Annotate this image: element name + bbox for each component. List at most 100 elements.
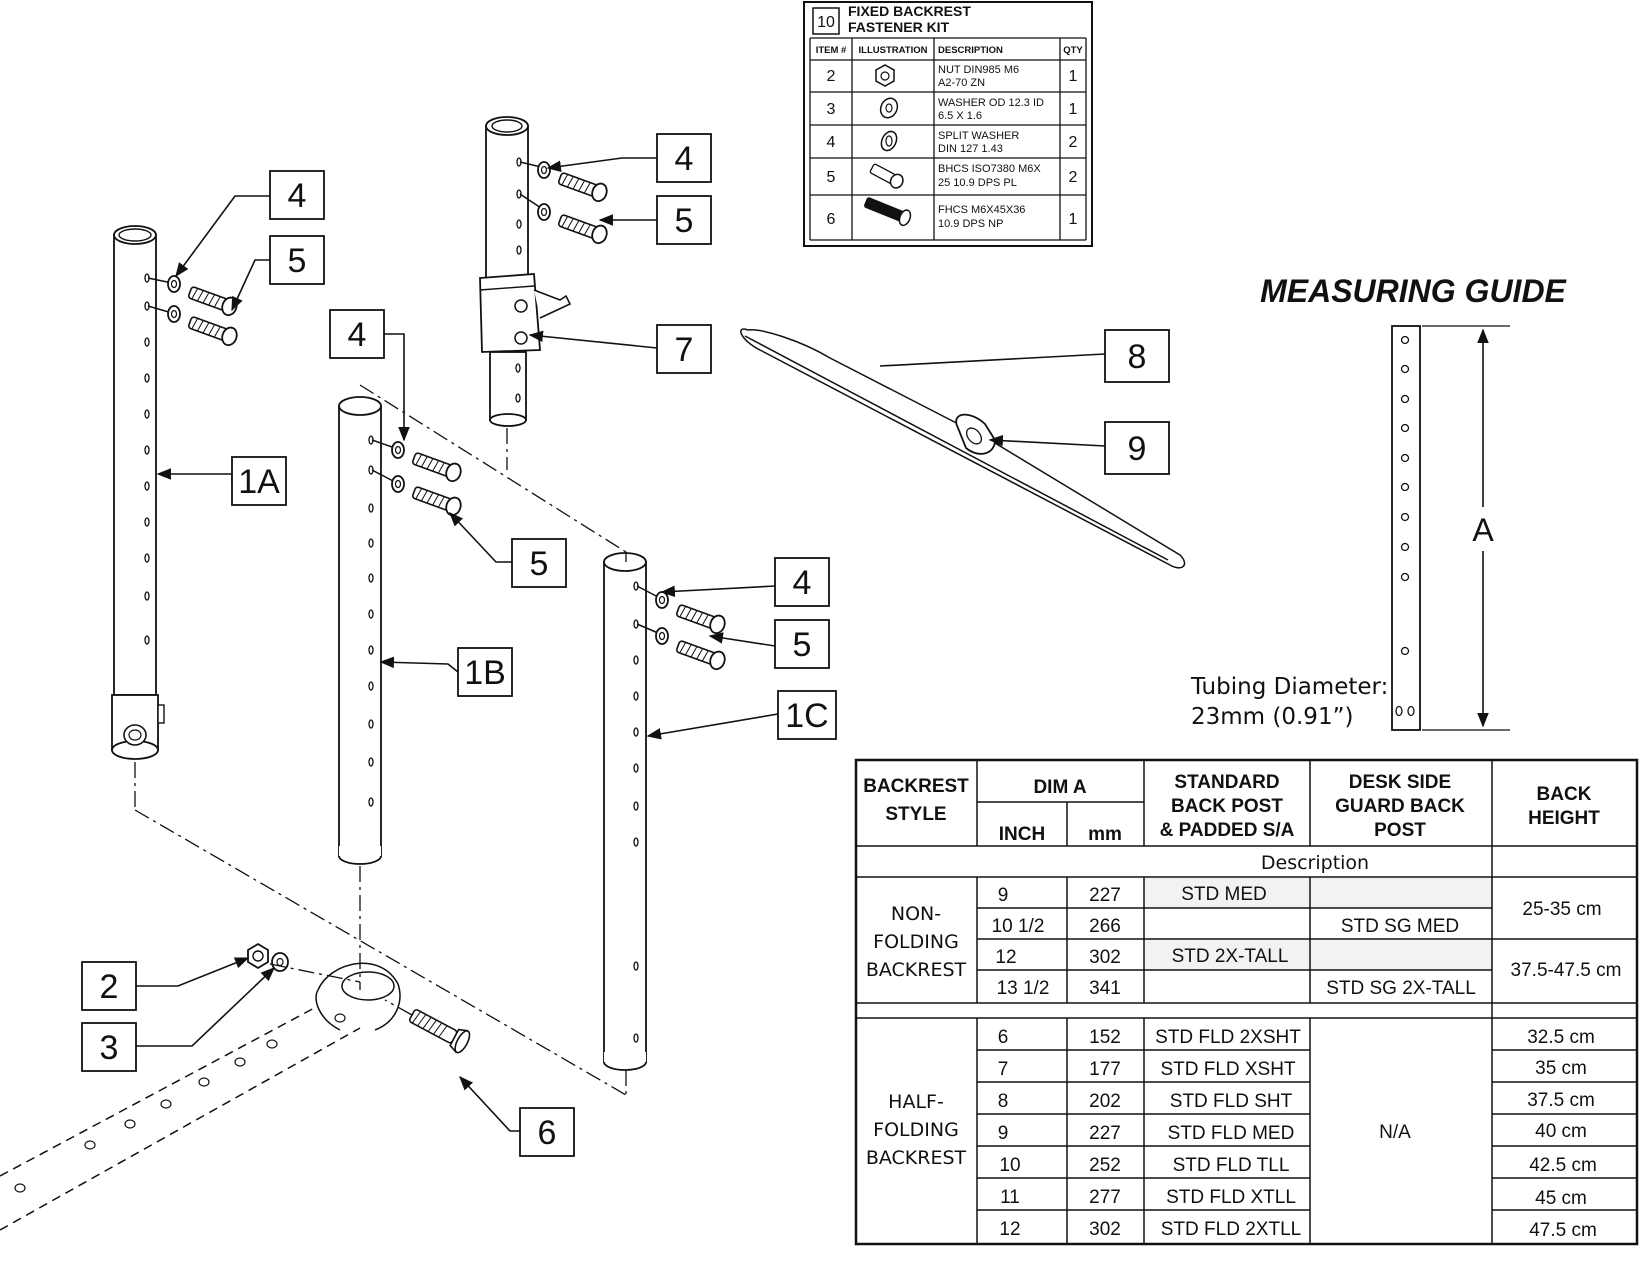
- kit-row-qty: 2: [1069, 134, 1078, 151]
- row-inch: 6: [998, 1027, 1009, 1048]
- non-folding-label: BACKREST: [866, 959, 967, 981]
- kit-row-desc: DIN 127 1.43: [938, 143, 1003, 155]
- back-height: 42.5 cm: [1529, 1155, 1597, 1176]
- kit-row-qty: 1: [1069, 211, 1078, 228]
- description-label: Description: [1261, 852, 1369, 874]
- size-table: BACKREST STYLE DIM A INCH mm STANDARD BA…: [854, 758, 1639, 1246]
- kit-row-desc: NUT DIN985 M6: [938, 64, 1019, 76]
- half-folding-label: FOLDING: [873, 1119, 959, 1141]
- dim-a-label: A: [1472, 512, 1494, 548]
- header-inch: INCH: [999, 824, 1045, 845]
- row-mm: 341: [1089, 978, 1121, 999]
- half-folding-label: HALF-: [888, 1091, 944, 1113]
- kit-row-item: 5: [827, 169, 836, 186]
- row-mm: 152: [1089, 1027, 1121, 1048]
- row-inch: 12: [999, 1219, 1020, 1240]
- back-height: 47.5 cm: [1529, 1220, 1597, 1241]
- back-height: 25-35 cm: [1522, 899, 1601, 920]
- header-desk-side: DESK SIDE: [1349, 772, 1451, 793]
- row-std: STD FLD SHT: [1170, 1091, 1293, 1112]
- callout-4: 4: [348, 316, 367, 354]
- callout-1b: 1B: [464, 654, 506, 692]
- header-backrest-style: BACKREST: [863, 776, 969, 797]
- row-mm: 227: [1089, 885, 1121, 906]
- tubing-diameter-value: 23mm (0.91”): [1191, 704, 1353, 730]
- nut-icon: [875, 64, 895, 87]
- kit-row-desc: WASHER OD 12.3 ID: [938, 97, 1044, 109]
- callout-9: 9: [1128, 430, 1147, 468]
- callout-4: 4: [288, 177, 307, 215]
- callout-2: 2: [100, 968, 119, 1006]
- kit-row-desc: A2-70 ZN: [938, 77, 985, 89]
- row-inch: 9: [998, 885, 1009, 906]
- kit-row-desc: 25 10.9 DPS PL: [938, 177, 1017, 189]
- kit-row-item: 2: [827, 68, 836, 85]
- kit-header-description: DESCRIPTION: [938, 45, 1003, 56]
- fasteners-1a: [147, 275, 241, 349]
- strap-part: [740, 328, 1186, 569]
- row-mm: 202: [1089, 1091, 1121, 1112]
- header-standard: & PADDED S/A: [1160, 820, 1295, 841]
- kit-row-desc: 10.9 DPS NP: [938, 218, 1003, 230]
- row-std: STD FLD TLL: [1173, 1155, 1290, 1176]
- row-std: STD FLD XSHT: [1160, 1059, 1296, 1080]
- kit-header-item: ITEM #: [816, 45, 847, 56]
- tubing-diameter-label: Tubing Diameter:: [1190, 674, 1388, 700]
- row-std: STD FLD 2XSHT: [1155, 1027, 1301, 1048]
- kit-title-line2: FASTENER KIT: [848, 19, 950, 35]
- back-height: 35 cm: [1535, 1058, 1587, 1079]
- callout-5: 5: [530, 545, 549, 583]
- row-desk: STD SG 2X-TALL: [1326, 978, 1476, 999]
- flat-head-screw-icon: [864, 197, 912, 227]
- row-mm: 177: [1089, 1059, 1121, 1080]
- tube-7: [479, 116, 572, 427]
- header-back-height: HEIGHT: [1528, 808, 1600, 829]
- header-standard: BACK POST: [1171, 796, 1283, 817]
- row-inch: 10 1/2: [992, 916, 1045, 937]
- kit-header-qty: QTY: [1063, 45, 1083, 56]
- back-height: 45 cm: [1535, 1188, 1587, 1209]
- row-std: STD 2X-TALL: [1172, 946, 1289, 967]
- row-mm: 302: [1089, 1219, 1121, 1240]
- row-mm: 266: [1089, 916, 1121, 937]
- row-mm: 302: [1089, 947, 1121, 968]
- screw-6-part: [408, 1009, 471, 1054]
- row-inch: 8: [998, 1091, 1009, 1112]
- row-std: STD FLD 2XTLL: [1161, 1219, 1301, 1240]
- row-inch: 10: [999, 1155, 1020, 1176]
- tube-1c: [603, 552, 647, 1071]
- header-backrest-style: STYLE: [885, 804, 946, 825]
- frame-tube: [0, 962, 401, 1231]
- kit-row-item: 4: [827, 134, 836, 151]
- callout-3: 3: [100, 1029, 119, 1067]
- tube-1b: [338, 396, 382, 865]
- callout-labels: 4 5 1A 4 5 1B 4 5 7 8 9 4 5 1C 2 3 6: [100, 140, 1147, 1152]
- kit-row-desc: 6.5 X 1.6: [938, 110, 982, 122]
- row-inch: 7: [998, 1059, 1009, 1080]
- callout-1c: 1C: [785, 697, 828, 735]
- fasteners-7: [519, 161, 611, 247]
- callout-5: 5: [793, 626, 812, 664]
- buckle-part: [955, 413, 996, 455]
- washer-part: [271, 952, 289, 972]
- callout-7: 7: [675, 331, 694, 369]
- back-height: 37.5 cm: [1527, 1090, 1595, 1111]
- kit-row-desc: FHCS M6X45X36: [938, 204, 1025, 216]
- kit-title-line1: FIXED BACKREST: [848, 3, 971, 19]
- kit-header-illustration: ILLUSTRATION: [859, 45, 928, 56]
- measuring-guide: MEASURING GUIDE A Tubing Diameter: 23mm …: [1190, 273, 1568, 731]
- callout-8: 8: [1128, 338, 1147, 376]
- guide-title: MEASURING GUIDE: [1260, 273, 1567, 309]
- kit-row-qty: 1: [1069, 101, 1078, 118]
- kit-row-qty: 2: [1069, 169, 1078, 186]
- kit-row-item: 6: [827, 211, 836, 228]
- header-desk-side: GUARD BACK: [1335, 796, 1465, 817]
- row-mm: 277: [1089, 1187, 1121, 1208]
- desk-na: N/A: [1379, 1122, 1411, 1143]
- header-dim-a: DIM A: [1033, 777, 1086, 798]
- callout-5: 5: [288, 242, 307, 280]
- washer-icon: [879, 97, 899, 119]
- fastener-kit-table: 10 FIXED BACKREST FASTENER KIT ITEM # IL…: [803, 1, 1093, 247]
- row-inch: 11: [1000, 1187, 1020, 1208]
